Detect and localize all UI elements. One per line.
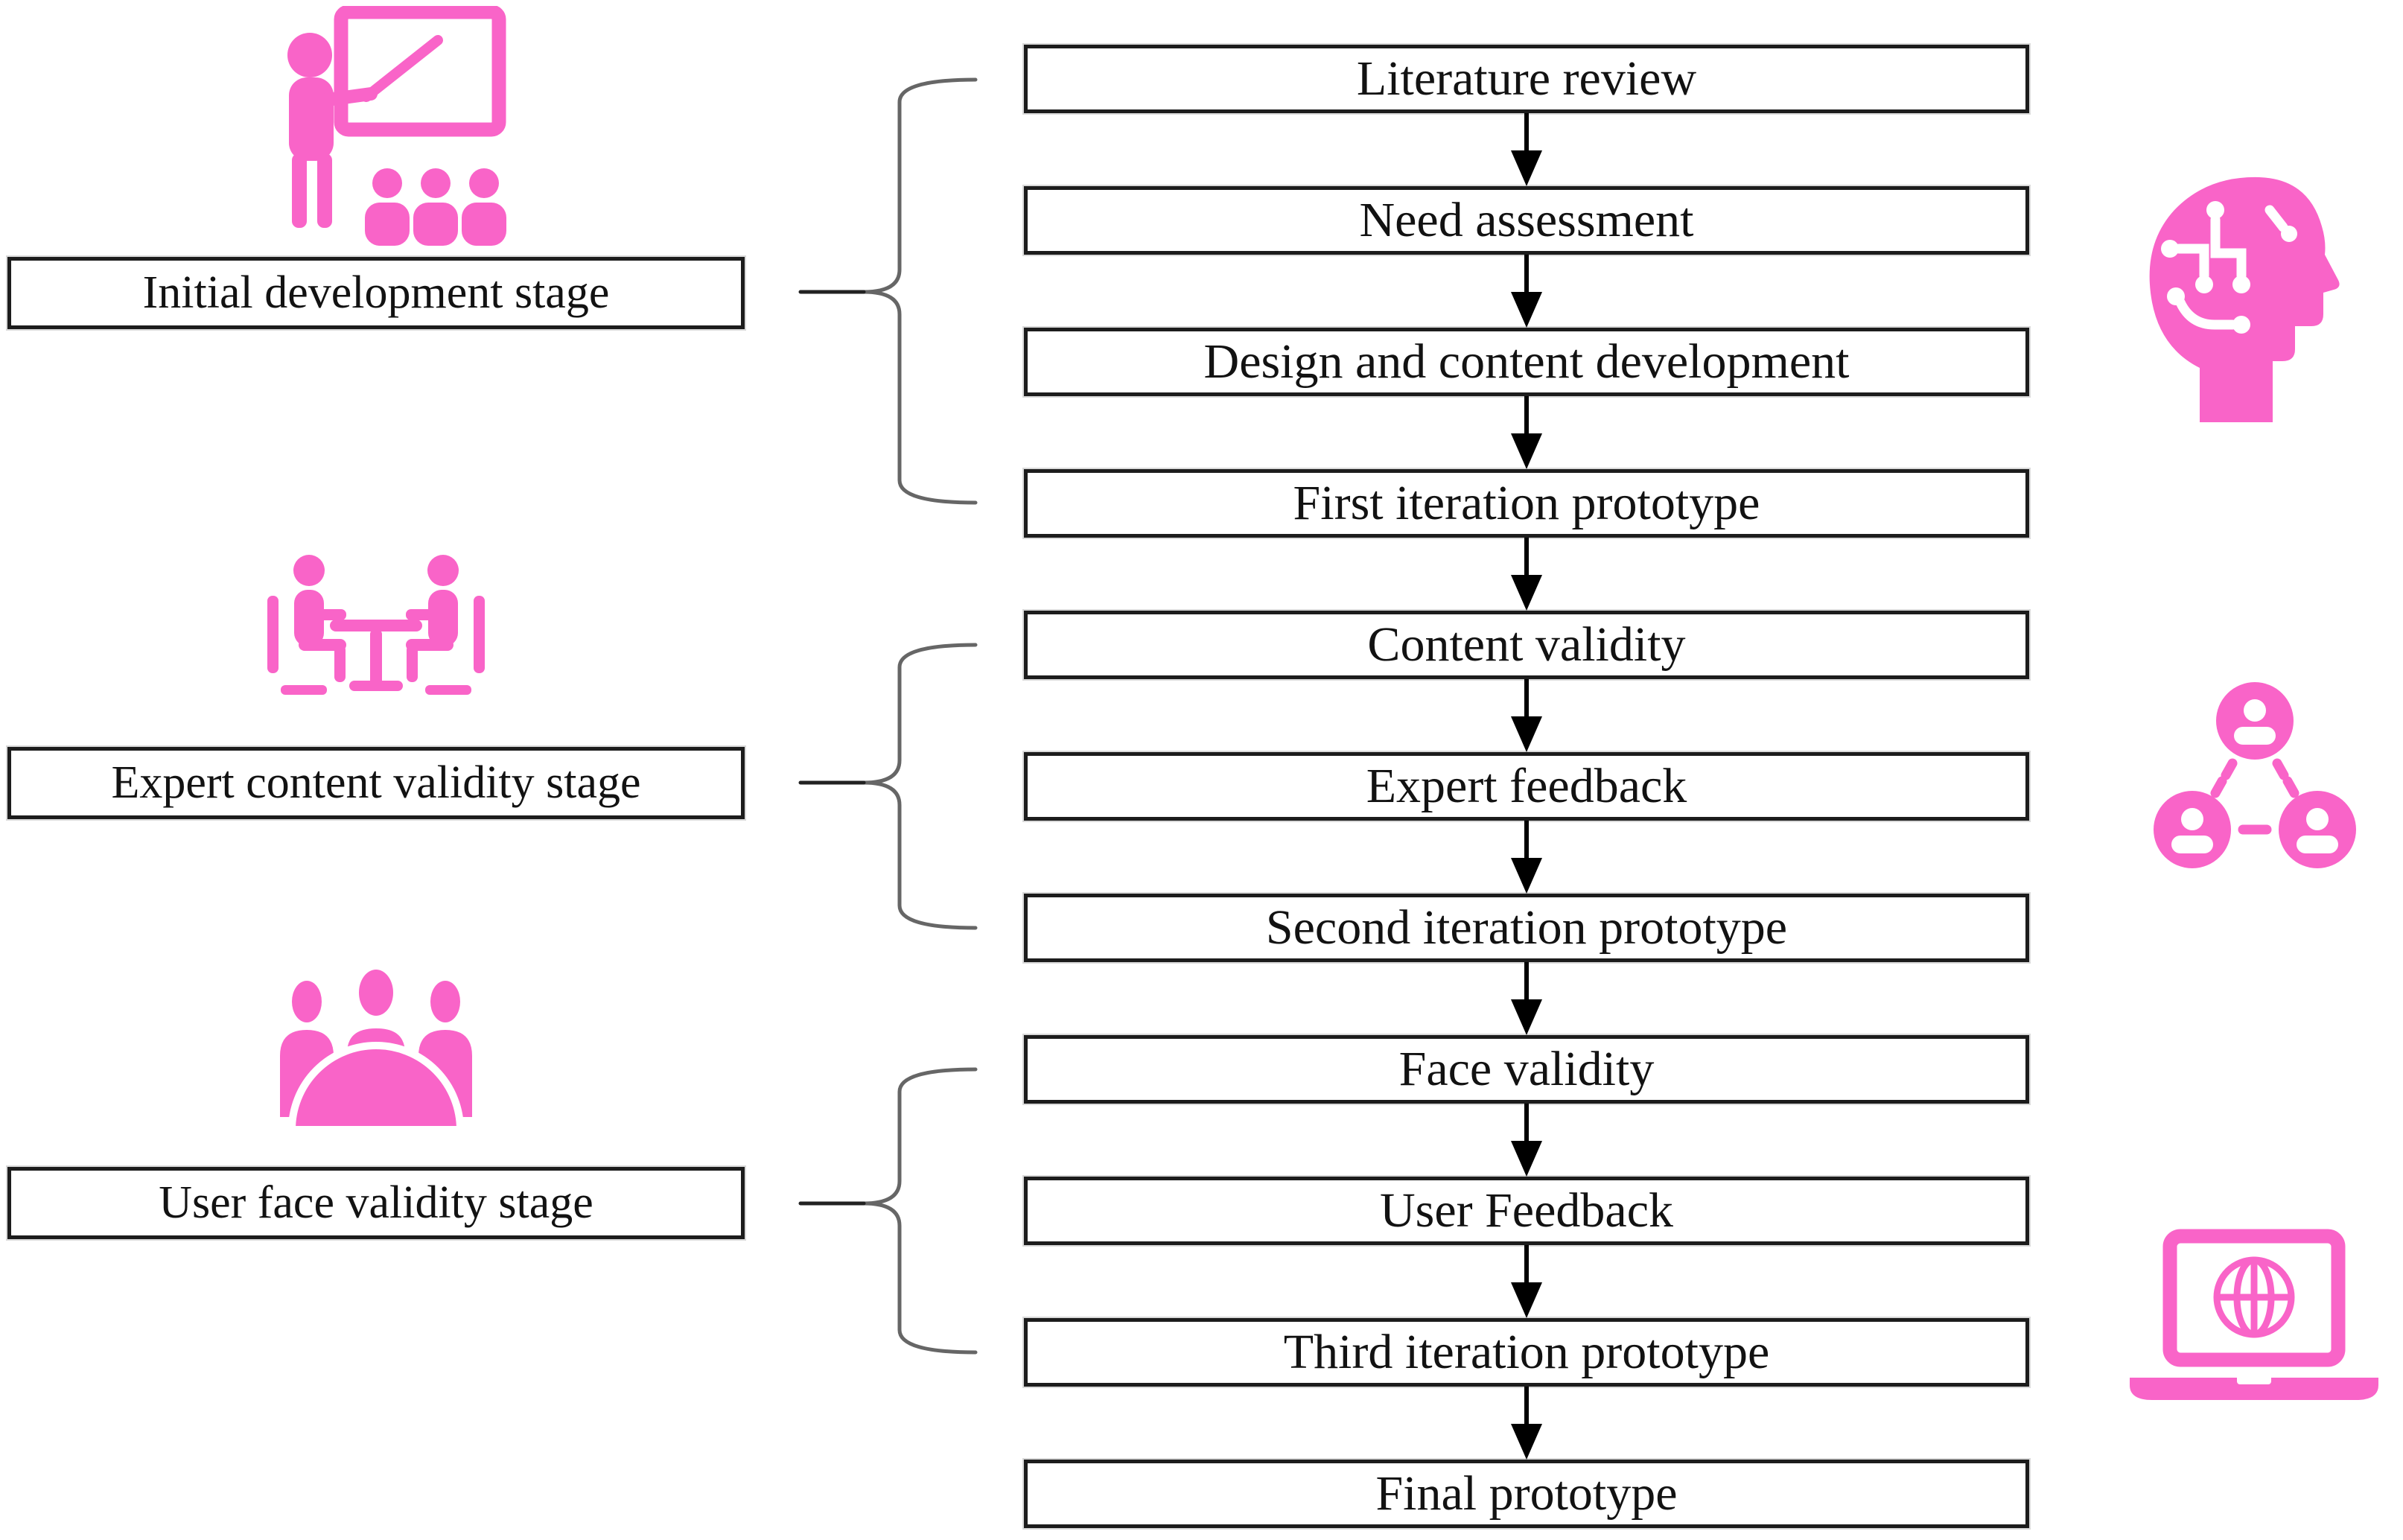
- flow-step-label: Need assessment: [1359, 193, 1694, 247]
- brace-group-initial-development: [789, 67, 990, 514]
- flow-step-label: User Feedback: [1379, 1183, 1673, 1238]
- flow-step-design-content-development: Design and content development: [1024, 328, 2029, 396]
- laptop-globe-icon: [2124, 1229, 2384, 1411]
- curly-brace-icon: [798, 643, 978, 930]
- experts-meeting-table-icon-svg: [267, 555, 485, 695]
- flow-step-first-iteration-prototype: First iteration prototype: [1024, 469, 2029, 538]
- user-group-audience-icon-svg: [280, 970, 472, 1132]
- flow-step-content-validity: Content validity: [1024, 611, 2029, 679]
- down-arrow-icon: [1510, 1245, 1543, 1318]
- flow-step-expert-feedback: Expert feedback: [1024, 752, 2029, 821]
- stage-box-expert-content-validity: Expert content validity stage: [7, 747, 745, 819]
- down-arrow-icon: [1510, 255, 1543, 328]
- flow-step-label: Third iteration prototype: [1283, 1325, 1770, 1379]
- flow-step-label: Expert feedback: [1366, 759, 1687, 813]
- people-network-icon: [2151, 678, 2359, 879]
- down-arrow-icon: [1510, 1104, 1543, 1177]
- flow-step-second-iteration-prototype: Second iteration prototype: [1024, 894, 2029, 962]
- presenter-whiteboard-icon: [246, 6, 506, 255]
- flow-step-label: Face validity: [1398, 1042, 1655, 1096]
- stage-box-initial-development: Initial development stage: [7, 257, 745, 329]
- flow-step-label: Literature review: [1356, 51, 1697, 106]
- people-network-icon-svg: [2154, 682, 2356, 868]
- stage-box-user-face-validity: User face validity stage: [7, 1167, 745, 1239]
- brace-group-user-face-validity: [789, 1056, 990, 1369]
- flow-step-final-prototype: Final prototype: [1024, 1460, 2029, 1528]
- curly-brace-icon: [798, 77, 978, 505]
- curly-brace-icon: [798, 1067, 978, 1355]
- flow-step-third-iteration-prototype: Third iteration prototype: [1024, 1318, 2029, 1387]
- experts-meeting-table-icon: [257, 553, 495, 713]
- flow-step-label: Second iteration prototype: [1265, 900, 1788, 955]
- flow-step-user-feedback: User Feedback: [1024, 1177, 2029, 1245]
- user-group-audience-icon: [261, 964, 491, 1132]
- ai-circuit-head-icon: [2131, 165, 2347, 422]
- presenter-whiteboard-icon-svg: [287, 6, 506, 246]
- ai-circuit-head-icon-svg: [2149, 176, 2340, 422]
- flow-step-label: First iteration prototype: [1293, 476, 1760, 530]
- down-arrow-icon: [1510, 113, 1543, 186]
- down-arrow-icon: [1510, 396, 1543, 469]
- brace-group-expert-content-validity: [789, 631, 990, 944]
- flow-step-face-validity: Face validity: [1024, 1035, 2029, 1104]
- down-arrow-icon: [1510, 679, 1543, 752]
- flow-step-label: Content validity: [1367, 617, 1686, 672]
- stage-label: Initial development stage: [142, 267, 610, 318]
- flow-step-need-assessment: Need assessment: [1024, 186, 2029, 255]
- stage-label: User face validity stage: [159, 1177, 593, 1228]
- laptop-globe-icon-svg: [2130, 1229, 2378, 1400]
- down-arrow-icon: [1510, 538, 1543, 611]
- flow-step-label: Design and content development: [1203, 334, 1850, 389]
- down-arrow-icon: [1510, 1387, 1543, 1460]
- down-arrow-icon: [1510, 821, 1543, 894]
- stage-label: Expert content validity stage: [111, 757, 641, 808]
- flow-step-label: Final prototype: [1375, 1466, 1678, 1521]
- flow-step-literature-review: Literature review: [1024, 45, 2029, 113]
- down-arrow-icon: [1510, 962, 1543, 1035]
